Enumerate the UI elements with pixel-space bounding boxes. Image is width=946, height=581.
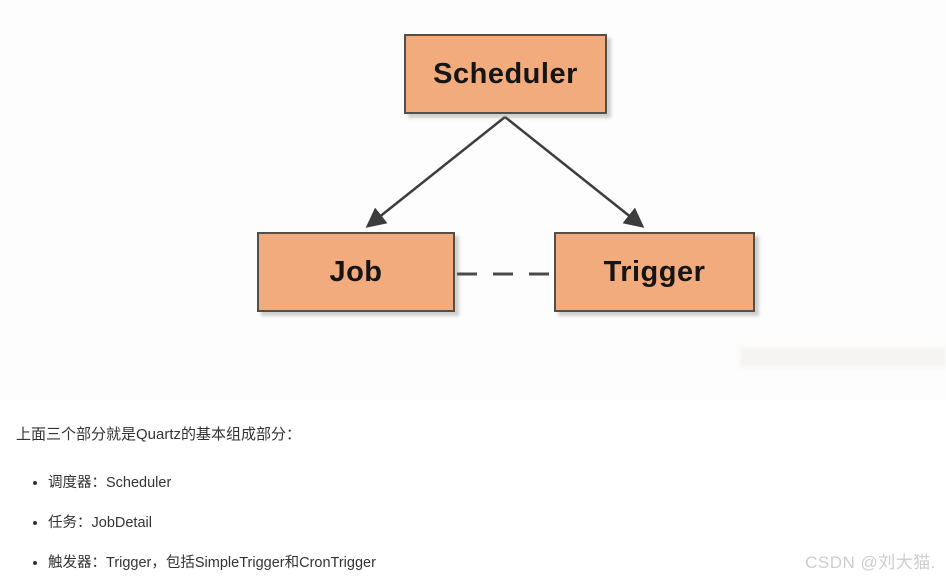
- node-trigger-label: Trigger: [603, 255, 706, 288]
- node-job: Job: [257, 232, 455, 312]
- bullet-jobdetail: 任务：JobDetail: [48, 511, 376, 532]
- node-job-label: Job: [329, 255, 383, 288]
- scheduler-to-job-arrow: [365, 116, 506, 228]
- components-bullet-list: 调度器：Scheduler 任务：JobDetail 触发器：Trigger，包…: [16, 471, 376, 581]
- scheduler-to-trigger-arrow: [504, 116, 645, 228]
- bullet-scheduler: 调度器：Scheduler: [48, 471, 376, 492]
- node-scheduler-label: Scheduler: [433, 57, 578, 90]
- quartz-components-diagram: Scheduler Job Trigger: [257, 34, 946, 367]
- csdn-watermark: CSDN @刘大猫.: [805, 553, 936, 572]
- node-trigger: Trigger: [554, 232, 755, 312]
- intro-text: 上面三个部分就是Quartz的基本组成部分：: [16, 426, 302, 443]
- faded-watermark-remnant: [740, 347, 946, 367]
- node-scheduler: Scheduler: [404, 34, 607, 114]
- bullet-trigger: 触发器：Trigger，包括SimpleTrigger和CronTrigger: [48, 551, 376, 572]
